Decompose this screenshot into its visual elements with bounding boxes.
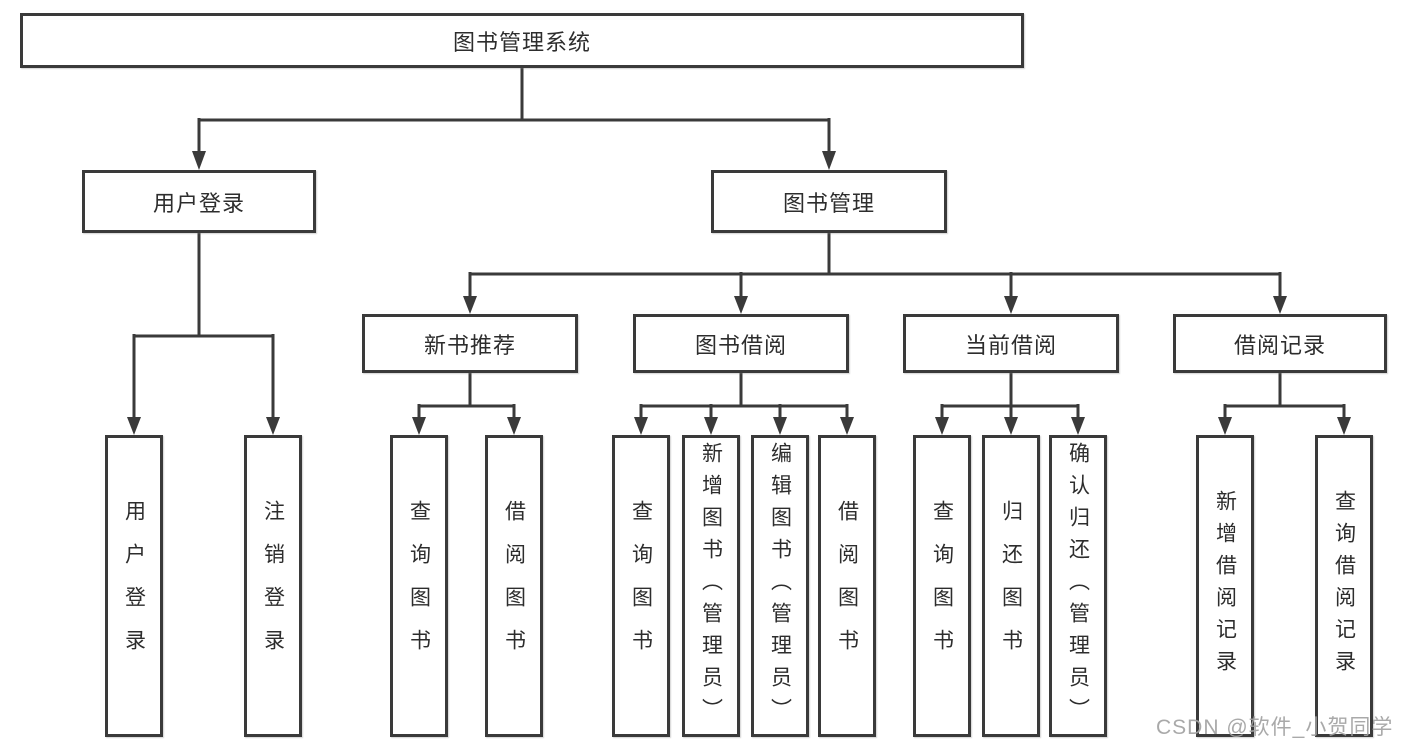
connector-user-login-to-children: [127, 233, 280, 435]
node-system-root: 图书管理系统: [20, 13, 1024, 68]
connector-book-borrow-to-children: [634, 373, 854, 435]
action-query-borrow-record: 查询借阅记录: [1315, 435, 1373, 737]
action-user-login: 用户登录: [105, 435, 163, 737]
connector-current-borrow-to-children: [935, 373, 1085, 435]
action-query-books-borrow: 查询图书: [612, 435, 670, 737]
action-return-book: 归还图书: [982, 435, 1040, 737]
node-current-borrowing: 当前借阅: [903, 314, 1119, 373]
node-borrowing-records: 借阅记录: [1173, 314, 1387, 373]
action-add-borrow-record: 新增借阅记录: [1196, 435, 1254, 737]
connector-records-to-children: [1218, 373, 1351, 435]
node-book-management: 图书管理: [711, 170, 947, 233]
node-user-login: 用户登录: [82, 170, 316, 233]
action-borrow-books-borrow: 借阅图书: [818, 435, 876, 737]
action-borrow-books-recommend: 借阅图书: [485, 435, 543, 737]
watermark: CSDN @软件_小贺同学: [1156, 716, 1394, 739]
action-add-book-admin: 新增图书（管理员）: [682, 435, 740, 737]
action-edit-book-admin: 编辑图书（管理员）: [751, 435, 809, 737]
action-logout: 注销登录: [244, 435, 302, 737]
node-new-book-recommend: 新书推荐: [362, 314, 578, 373]
connector-root-to-level2: [192, 68, 836, 170]
connector-new-book-to-children: [412, 373, 521, 435]
action-confirm-return-admin: 确认归还（管理员）: [1049, 435, 1107, 737]
connector-book-management-to-level3: [463, 233, 1287, 314]
node-book-borrowing: 图书借阅: [633, 314, 849, 373]
action-query-books-current: 查询图书: [913, 435, 971, 737]
action-query-books-recommend: 查询图书: [390, 435, 448, 737]
